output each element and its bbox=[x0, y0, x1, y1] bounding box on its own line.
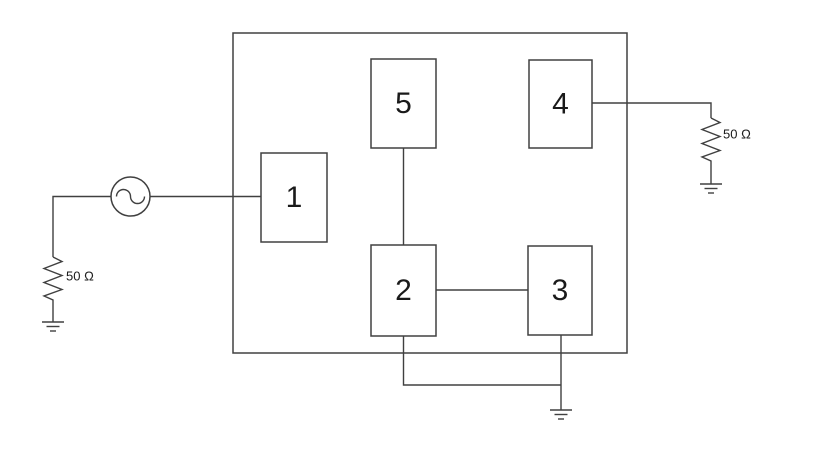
ac-voltage-source-icon bbox=[110, 176, 151, 217]
resistor-zigzag-icon bbox=[700, 117, 722, 184]
block-5: 5 bbox=[370, 58, 437, 149]
block-3-label: 3 bbox=[552, 274, 569, 307]
block-4: 4 bbox=[528, 59, 593, 149]
block-1-label: 1 bbox=[286, 181, 303, 214]
block-3-box bbox=[527, 245, 593, 336]
block-5-label: 5 bbox=[395, 87, 412, 120]
block-5-box bbox=[370, 58, 437, 149]
source-resistor-label: 50 Ω bbox=[66, 269, 94, 284]
block-2-box bbox=[370, 244, 437, 337]
wire-block4-to-load bbox=[592, 102, 712, 118]
wire-block2-to-ground-bus bbox=[402, 336, 561, 386]
block-2: 2 bbox=[370, 244, 437, 337]
source-resistor: 50 Ω bbox=[42, 256, 94, 332]
block-4-label: 4 bbox=[552, 88, 569, 121]
ground-icon bbox=[42, 321, 64, 332]
block-1-box bbox=[260, 152, 328, 243]
ground-icon bbox=[700, 183, 722, 194]
ground-icon bbox=[550, 409, 572, 420]
resistor-zigzag-icon bbox=[42, 256, 64, 322]
wire-source-lead bbox=[52, 195, 111, 257]
load-resistor: 50 Ω bbox=[700, 117, 751, 194]
load-resistor-label: 50 Ω bbox=[723, 127, 751, 142]
system-boundary-box bbox=[232, 32, 628, 354]
block-2-label: 2 bbox=[395, 274, 412, 307]
block-4-box bbox=[528, 59, 593, 149]
block-1: 1 bbox=[260, 152, 328, 243]
ac-sine-wave bbox=[115, 188, 146, 205]
block-3: 3 bbox=[527, 245, 593, 336]
